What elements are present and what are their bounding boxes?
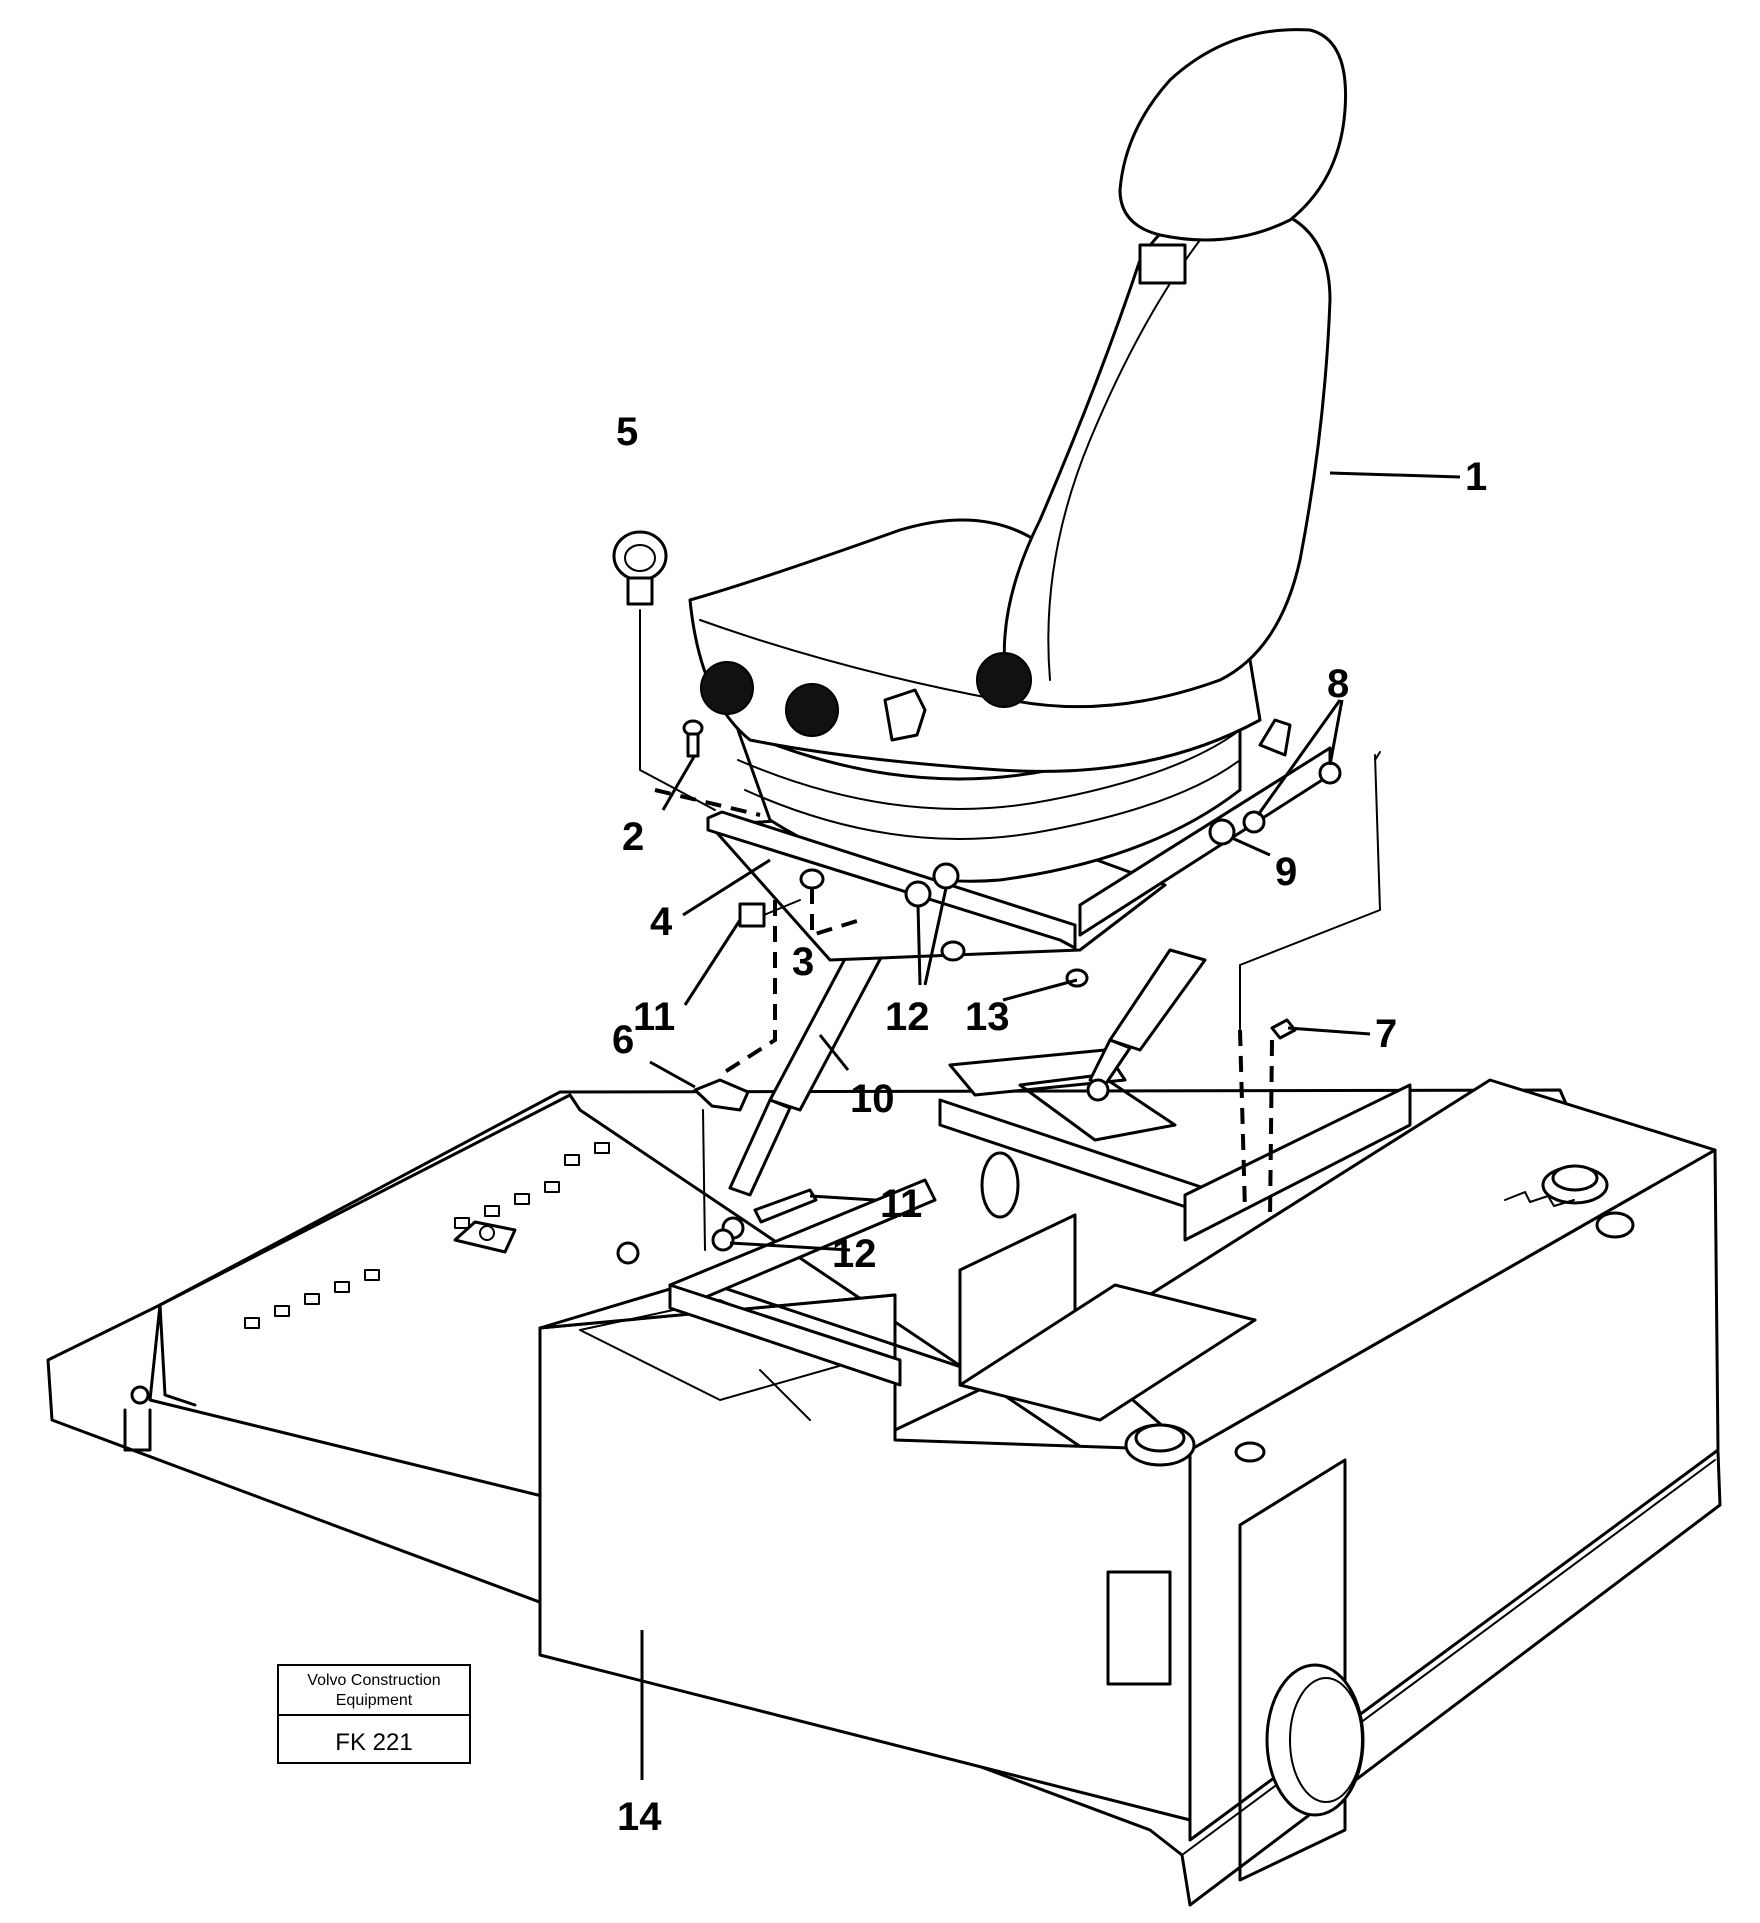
floor-slots bbox=[244, 1142, 610, 1329]
bracket-part-6 bbox=[693, 1078, 750, 1112]
cab-platform-part-14 bbox=[46, 1078, 1722, 1907]
callout-7: 7 bbox=[1375, 1012, 1397, 1056]
callout-numbers: 1 2 3 4 5 6 7 8 9 10 11 11 12 12 13 14 bbox=[612, 410, 1487, 1839]
stamp-company-line1: Volvo Construction bbox=[307, 1672, 440, 1689]
nut-part-13 bbox=[940, 940, 966, 962]
callout-10: 10 bbox=[850, 1077, 895, 1121]
bolt-part-11-upper bbox=[738, 899, 801, 928]
callout-4: 4 bbox=[650, 900, 673, 944]
seat-mounting-frame bbox=[668, 1048, 1412, 1422]
callout-13: 13 bbox=[965, 995, 1010, 1039]
nut-part-13-b bbox=[1065, 968, 1089, 988]
callout-9: 9 bbox=[1275, 850, 1297, 894]
bolt-part-11-lower bbox=[753, 1188, 818, 1224]
callout-11-upper: 11 bbox=[633, 995, 675, 1039]
leader-lines bbox=[640, 471, 1461, 1780]
ring-bolt-part-5 bbox=[612, 530, 668, 606]
callout-5: 5 bbox=[616, 410, 638, 454]
callout-12-lower: 12 bbox=[832, 1232, 877, 1276]
floor-nut bbox=[616, 1241, 640, 1265]
callout-11-lower: 11 bbox=[880, 1182, 922, 1226]
callout-8: 8 bbox=[1327, 662, 1349, 706]
screw-part-2 bbox=[682, 719, 704, 758]
assembly-dashed-lines bbox=[639, 609, 1381, 1251]
callout-6: 6 bbox=[612, 1018, 634, 1062]
slide-rail-part-4 bbox=[706, 810, 1077, 950]
right-gas-strut bbox=[1086, 948, 1207, 1102]
callout-14: 14 bbox=[617, 1795, 662, 1839]
callout-3: 3 bbox=[792, 940, 814, 984]
stamp-company-line2: Equipment bbox=[336, 1692, 413, 1709]
callout-12-upper: 12 bbox=[885, 995, 930, 1039]
callout-2: 2 bbox=[622, 815, 644, 859]
stamp-code: FK 221 bbox=[335, 1729, 412, 1756]
nut-part-3 bbox=[799, 868, 825, 890]
washer-part-9 bbox=[1208, 818, 1236, 846]
washer-part-12-lower bbox=[711, 1228, 735, 1252]
callout-1: 1 bbox=[1465, 455, 1487, 499]
manufacturer-stamp: Volvo Construction Equipment FK 221 bbox=[277, 1664, 471, 1764]
